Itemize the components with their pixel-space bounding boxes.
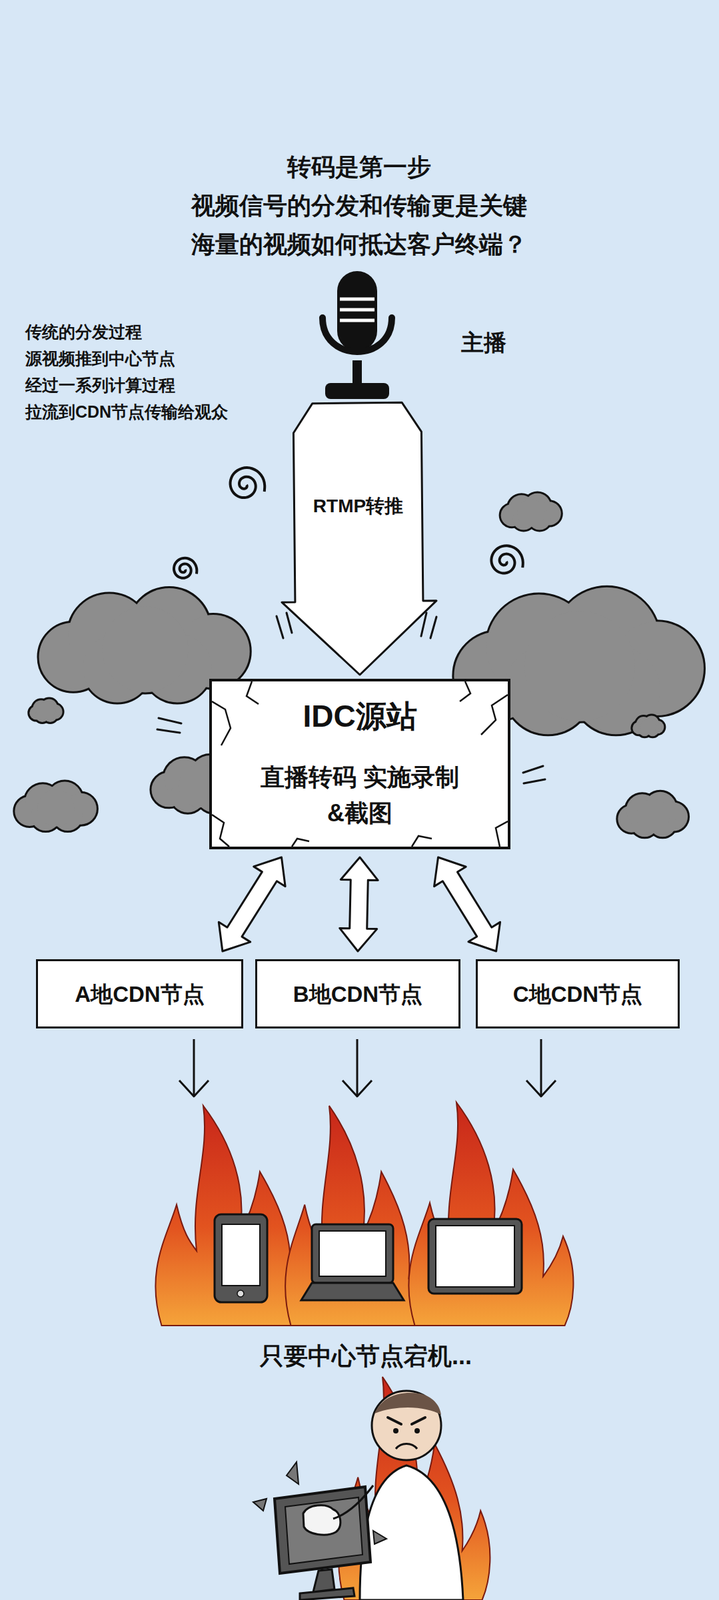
cloud-puff <box>636 799 671 834</box>
motion-mark <box>157 729 180 733</box>
down-arrow-head <box>526 1080 556 1097</box>
motion-mark <box>421 613 427 637</box>
smoke-cloud <box>632 716 664 737</box>
distribution-arrow <box>339 857 379 952</box>
smoke-cloud <box>14 782 97 832</box>
person-hair <box>374 1393 442 1416</box>
down-arrow-line <box>540 1039 543 1097</box>
phone-button <box>237 1290 244 1298</box>
swirl <box>230 467 266 498</box>
monitor <box>274 1487 371 1574</box>
mic-stem <box>352 360 362 385</box>
mic-grille <box>339 319 375 323</box>
eye <box>414 1428 420 1435</box>
down-arrow-head <box>179 1080 209 1097</box>
caption-note: 只要中心节点宕机... <box>199 1340 533 1373</box>
cloud-puff <box>37 789 74 827</box>
cloud-puff <box>641 719 657 735</box>
crack <box>411 836 432 847</box>
cloud-puff <box>524 611 636 722</box>
node-body: 直播转码 实施录制&截图 <box>259 759 460 832</box>
smoke-cloud <box>29 699 62 723</box>
phone <box>214 1214 268 1303</box>
node-heading: B地CDN节点 <box>293 980 423 1009</box>
distribution-arrow <box>434 857 501 952</box>
phone-screen <box>221 1224 260 1287</box>
mic-holder <box>322 317 392 352</box>
motion-mark <box>158 718 182 724</box>
cloud-puff <box>641 719 657 735</box>
crack <box>211 814 230 847</box>
note-text: 传统的分发过程 源视频推到中心节点 经过一系列计算过程 拉流到CDN节点传输给观… <box>25 318 252 426</box>
motion-mark <box>286 613 292 634</box>
crack <box>211 701 231 746</box>
motion-mark <box>276 616 284 639</box>
motion-mark <box>523 779 546 784</box>
crack <box>481 695 508 735</box>
frown <box>395 1444 418 1450</box>
monitor-screen <box>285 1497 363 1565</box>
cdn-node-box: C地CDN节点 <box>475 959 680 1029</box>
eye <box>393 1428 399 1435</box>
cloud-puff <box>37 789 74 827</box>
down-arrow-line <box>193 1039 196 1097</box>
laptop-screen <box>319 1231 386 1277</box>
distribution-arrow <box>218 857 286 952</box>
laptop-base <box>301 1283 404 1301</box>
swirl <box>491 545 523 574</box>
crack <box>291 838 310 847</box>
node-heading: A地CDN节点 <box>74 980 204 1009</box>
cloud-puff <box>37 703 55 721</box>
smoke-cloud <box>617 792 688 837</box>
mic-base <box>325 383 390 400</box>
source-station-box: IDC源站直播转码 实施录制&截图 <box>209 679 511 850</box>
edge-label: RTMP转推 <box>311 493 405 520</box>
anchor-mic: 主播 <box>293 269 514 404</box>
fire <box>408 1102 574 1327</box>
tablet <box>428 1219 522 1295</box>
cloud-puff <box>517 499 545 527</box>
motion-mark <box>430 617 437 639</box>
fist <box>303 1505 341 1536</box>
down-arrow-line <box>356 1039 359 1097</box>
cloud-puff <box>37 703 55 721</box>
tablet-screen <box>435 1226 515 1288</box>
cloud-puff <box>102 607 189 694</box>
arm <box>333 1485 374 1520</box>
cdn-node-box: A地CDN节点 <box>35 959 244 1029</box>
title: 转码是第一步 视频信号的分发和传输更是关键 海量的视频如何抵达客户终端？ <box>172 147 546 264</box>
cloud-puff <box>524 611 636 722</box>
monitor-stand <box>299 1569 355 1600</box>
node-heading: C地CDN节点 <box>513 980 643 1009</box>
mic-capsule <box>337 271 378 352</box>
crack <box>495 821 508 847</box>
mic-grille <box>339 308 375 312</box>
cdn-node-box: B地CDN节点 <box>255 959 461 1029</box>
motion-mark <box>523 766 544 773</box>
cloud-puff <box>517 499 545 527</box>
crack <box>246 681 259 705</box>
person-head <box>371 1391 442 1461</box>
smoke-cloud <box>501 493 562 530</box>
mic-grille <box>339 297 375 302</box>
node-heading: IDC源站 <box>302 697 417 736</box>
swirl <box>173 558 197 579</box>
crack <box>459 681 471 702</box>
laptop-lid <box>311 1224 394 1284</box>
angry-brows <box>387 1418 426 1425</box>
push-stream-arrow <box>281 402 437 676</box>
shards <box>253 1462 387 1600</box>
down-arrow-head <box>342 1080 372 1097</box>
cloud-puff <box>102 607 189 694</box>
cloud-puff <box>636 799 671 834</box>
node-heading: 主播 <box>461 328 507 358</box>
